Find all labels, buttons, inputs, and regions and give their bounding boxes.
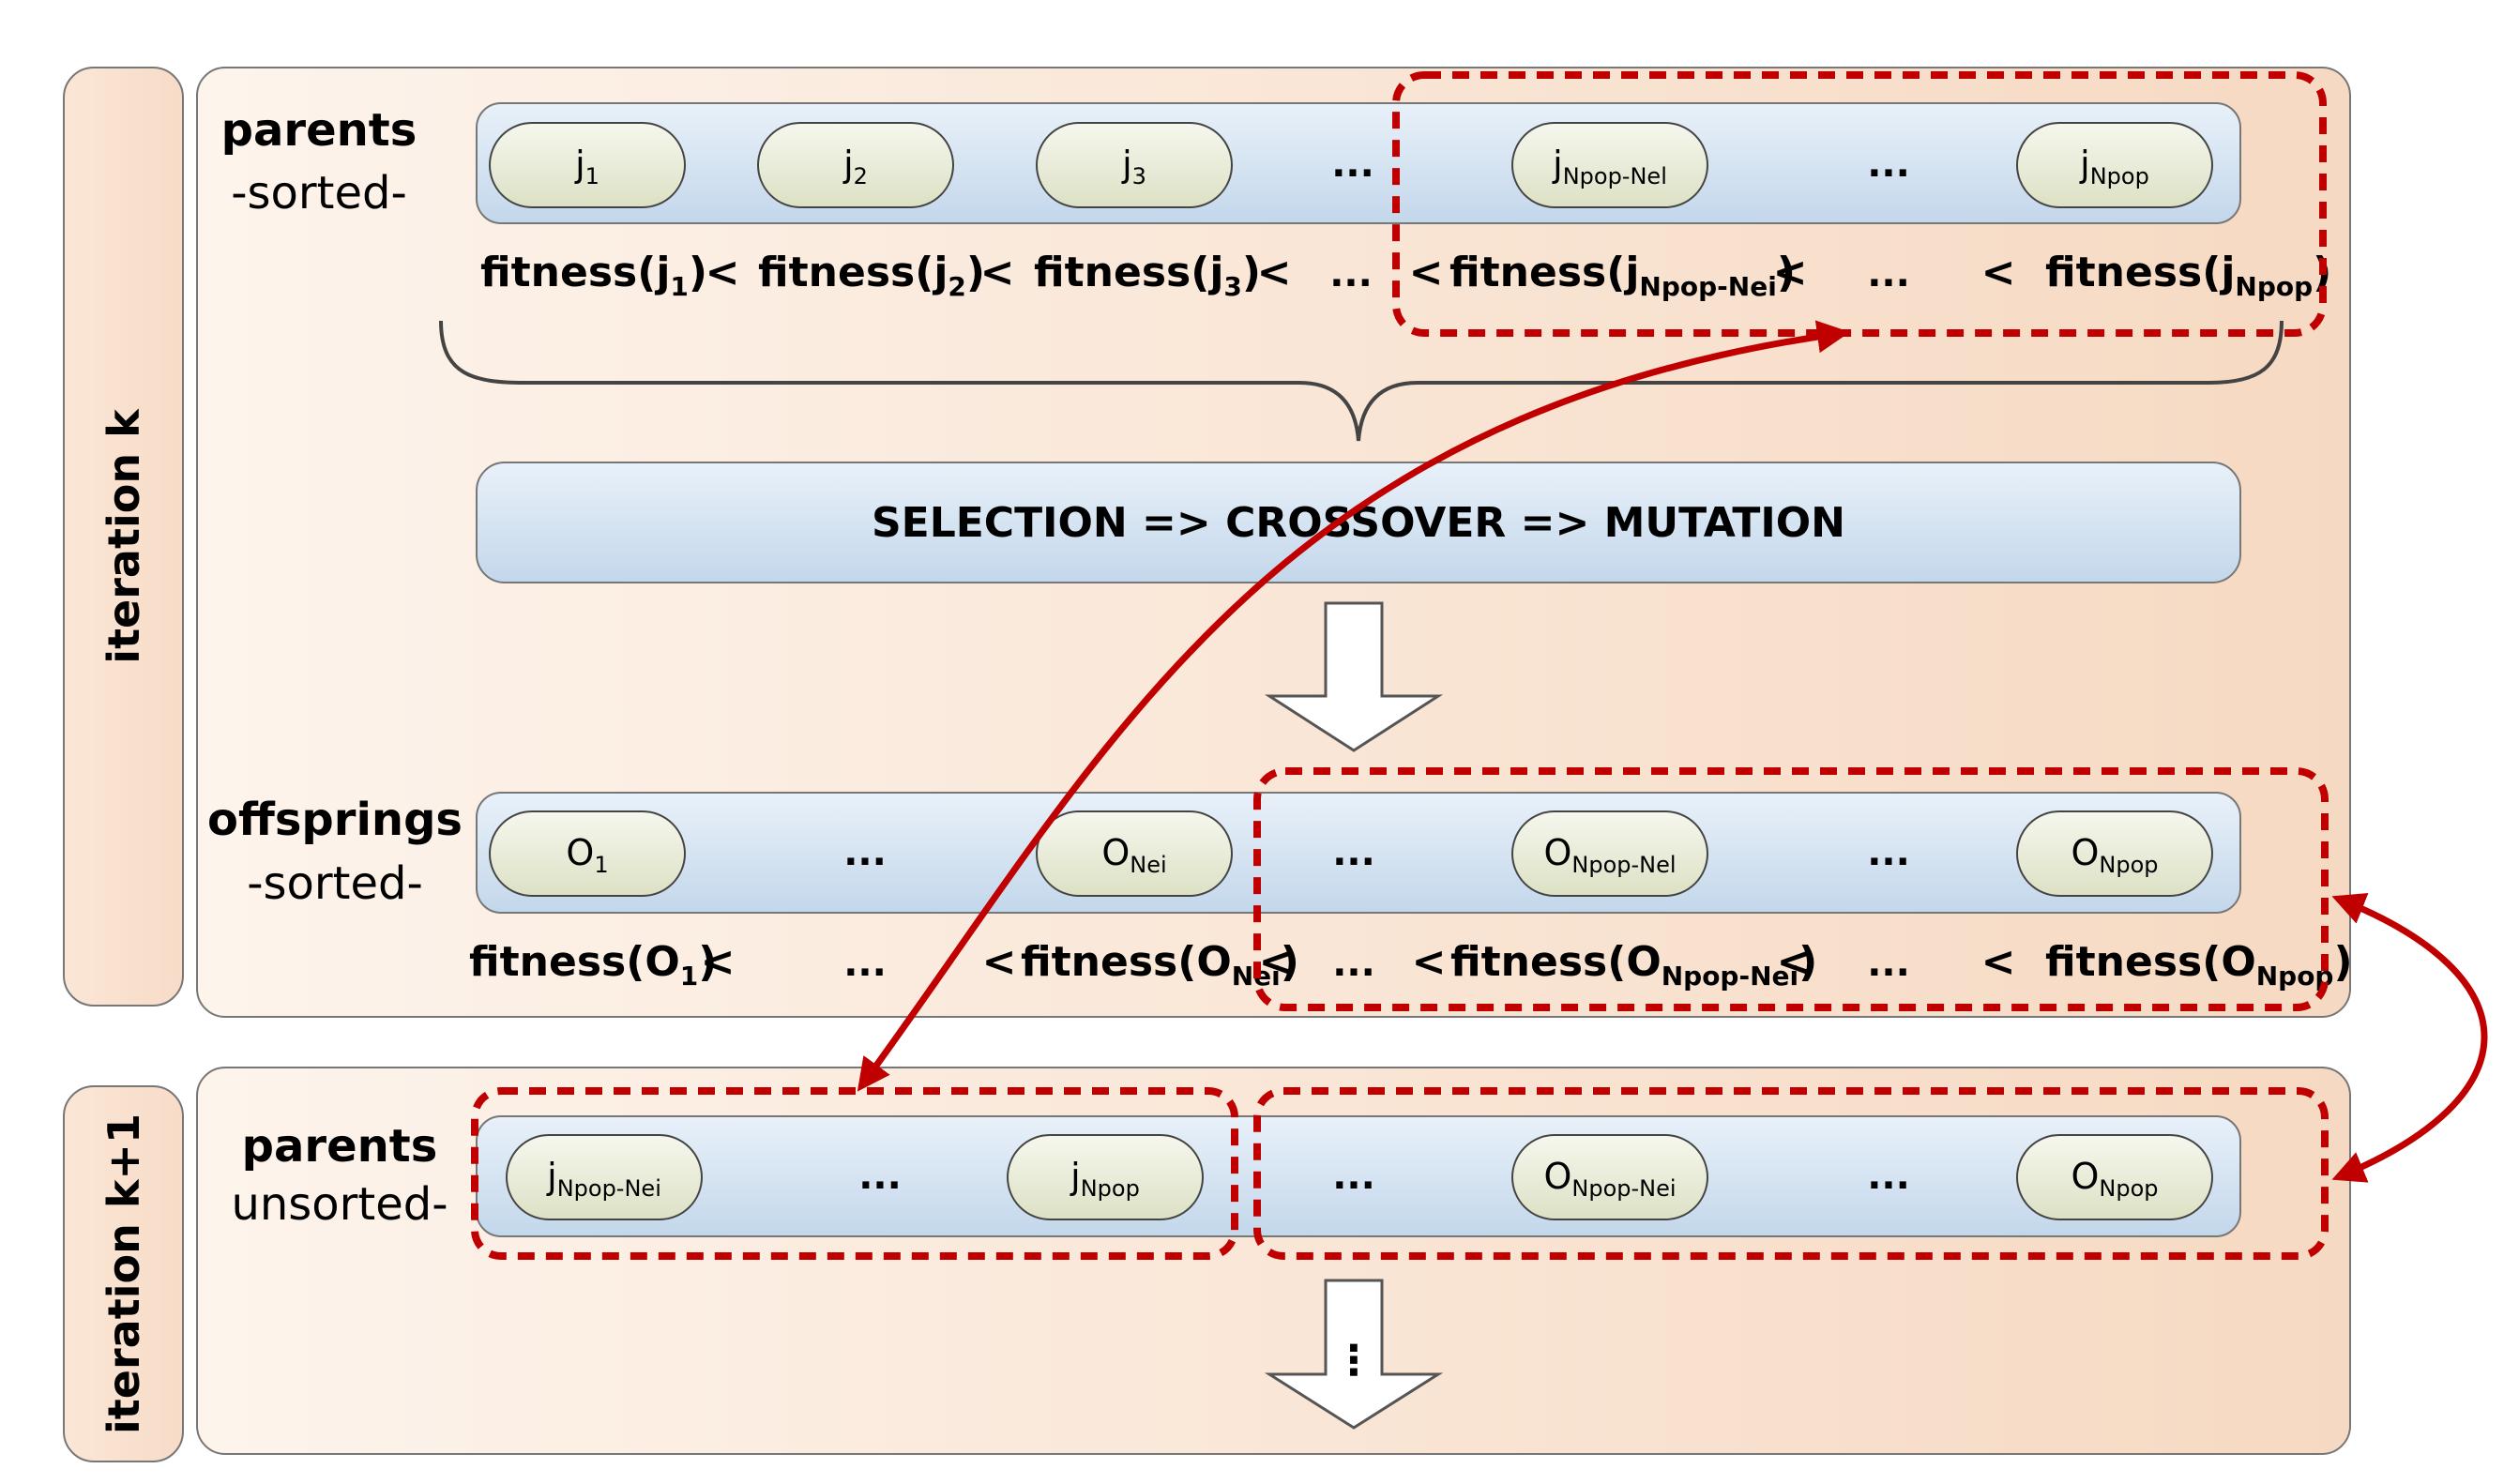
svg-text:ONpop: ONpop: [2071, 1156, 2158, 1202]
svg-text:jNpop-Nei: jNpop-Nei: [546, 1156, 661, 1202]
offspring-title: offsprings: [207, 794, 463, 846]
iteration-k-side-label: iteration k: [63, 67, 184, 1007]
svg-text:j1: j1: [574, 144, 599, 189]
next-pills-ellipsis-1: ...: [858, 1155, 902, 1198]
top-fitness-j1: fitness(j1): [480, 249, 707, 302]
pill-o-npop-nel: ONpop-Nel: [1511, 810, 1708, 897]
offspring-lt-2: <: [982, 938, 1017, 986]
pill-j-npop-nel: jNpop-Nel: [1511, 122, 1708, 208]
next-pills-ellipsis-2: ...: [1332, 1155, 1375, 1198]
offspring-lt-5: <: [1777, 938, 1812, 986]
top-fitness-j-npop: fitness(jNpop): [2045, 249, 2331, 302]
top-fitness-j-npop-nei: fitness(jNpop-Nei): [1449, 249, 1796, 302]
offspring-fitness-ellipsis-1: ...: [843, 942, 887, 985]
svg-text:O1: O1: [566, 832, 608, 878]
top-lt-4: <: [1409, 249, 1444, 296]
offspring-fitness-ellipsis-2: ...: [1332, 942, 1375, 985]
pill-j1: j1: [489, 122, 686, 208]
top-parents-subtitle: -sorted-: [231, 167, 407, 220]
kept-parents-highlight: [471, 1087, 1238, 1260]
top-fitness-j3: fitness(j3): [1034, 249, 1261, 302]
next-parents-subtitle: unsorted-: [231, 1178, 448, 1231]
top-lt-3: <: [1257, 249, 1292, 296]
svg-text:ONpop-Nei: ONpop-Nei: [1543, 1156, 1676, 1202]
pill-j2: j2: [757, 122, 954, 208]
offspring-fitness-o1: fitness(O1): [469, 938, 717, 992]
top-lt-6: <: [1981, 249, 2016, 296]
svg-text:jNpop: jNpop: [1070, 1156, 1140, 1202]
iteration-k-text: iteration k: [99, 408, 149, 664]
offspring-lt-3: <: [1259, 938, 1294, 986]
top-fitness-j2: fitness(j2): [758, 249, 985, 302]
iteration-k-side-box: [63, 67, 184, 1007]
offspring-fitness-ellipsis-3: ...: [1867, 942, 1910, 985]
top-pills-ellipsis-1: ...: [1331, 143, 1374, 186]
pill-j3: j3: [1036, 122, 1233, 208]
offspring-pills-ellipsis-1: ...: [843, 831, 887, 874]
continue-dots: ⋮: [1333, 1337, 1374, 1385]
offspring-pills-ellipsis-3: ...: [1867, 831, 1910, 874]
top-fitness-ellipsis-2: ...: [1867, 252, 1910, 295]
svg-text:ONpop: ONpop: [2071, 832, 2158, 878]
pill-next-j-npop: jNpop: [1007, 1134, 1204, 1220]
offspring-subtitle: -sorted-: [247, 857, 423, 910]
elite-parents-to-next-arrow: [857, 320, 1850, 1092]
offspring-lt-1: <: [701, 938, 736, 986]
pill-o-nei: ONei: [1036, 810, 1233, 897]
pill-j-npop: jNpop: [2016, 122, 2213, 208]
pill-next-o-npop: ONpop: [2016, 1134, 2213, 1220]
pill-next-j-npop-nei: jNpop-Nei: [506, 1134, 703, 1220]
elite-parents-highlight: [1392, 71, 2327, 337]
top-lt-5: <: [1773, 249, 1808, 296]
top-pills-ellipsis-2: ...: [1867, 143, 1910, 186]
offspring-lt-4: <: [1412, 938, 1447, 986]
top-lt-1: <: [706, 249, 740, 296]
iteration-k1-text: iteration k+1: [99, 1113, 149, 1434]
top-parents-title: parents: [221, 104, 417, 157]
svg-text:j2: j2: [842, 144, 868, 189]
svg-text:j3: j3: [1121, 144, 1146, 189]
offspring-lt-6: <: [1981, 938, 2016, 986]
offspring-to-next-arrow: [2331, 893, 2488, 1183]
top-lt-2: <: [980, 249, 1015, 296]
pill-next-o-npop-nei: ONpop-Nei: [1511, 1134, 1708, 1220]
next-parents-title: parents: [242, 1120, 438, 1173]
svg-text:jNpop-Nel: jNpop-Nel: [1552, 144, 1667, 189]
iteration-k1-side-box: [63, 1085, 184, 1462]
top-fitness-ellipsis-1: ...: [1329, 252, 1373, 295]
iteration-k1-side-label: iteration k+1: [63, 1085, 184, 1462]
pill-o-npop: ONpop: [2016, 810, 2213, 897]
offspring-pills-ellipsis-2: ...: [1332, 831, 1375, 874]
svg-text:jNpop: jNpop: [2079, 144, 2149, 189]
continue-down-arrow-icon: [1264, 1279, 1444, 1430]
next-pills-ellipsis-3: ...: [1867, 1155, 1910, 1198]
pill-o1: O1: [489, 810, 686, 897]
